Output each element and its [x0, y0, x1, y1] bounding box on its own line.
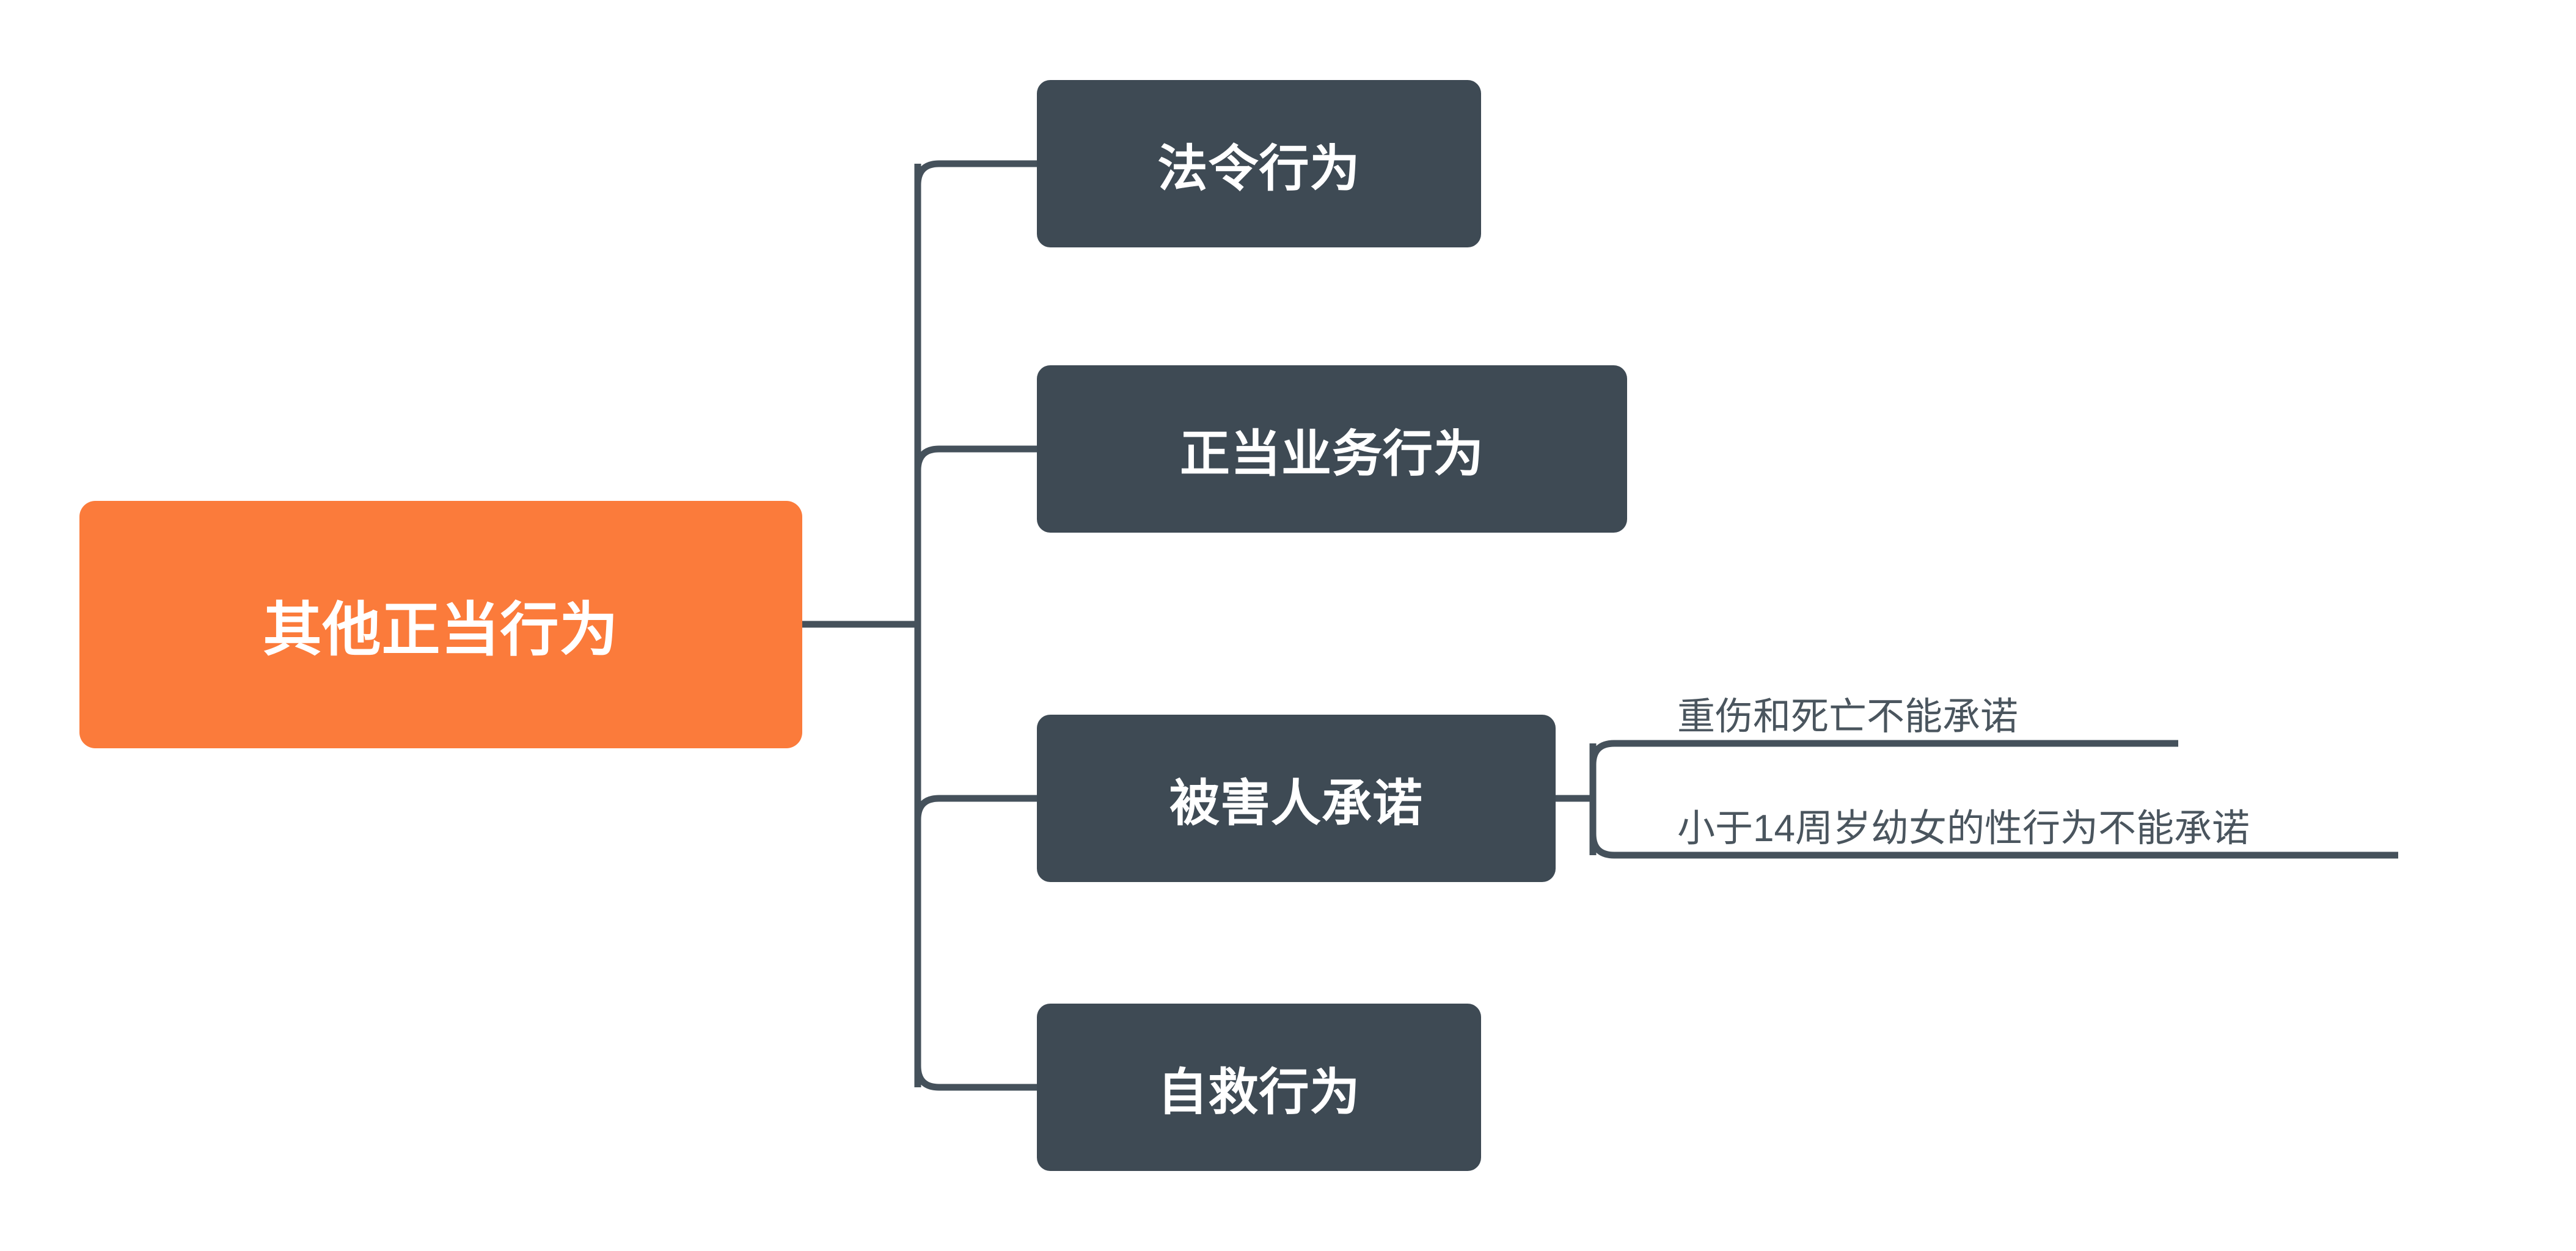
- connector-branch-1: [914, 160, 1037, 186]
- connector-branch-3: [914, 795, 1037, 820]
- root-node-label: 其他正当行为: [263, 597, 619, 663]
- branch-node-label: 自救行为: [1157, 1064, 1361, 1120]
- branch-node-label: 被害人承诺: [1169, 775, 1423, 831]
- branch-node-zijiuxingwei[interactable]: 自救行为: [1037, 1004, 1481, 1171]
- leaf-node-xiaoyu14zhousui[interactable]: 小于14周岁幼女的性行为不能承诺: [1677, 781, 2398, 848]
- branch-node-label: 法令行为: [1157, 140, 1361, 197]
- branch-node-beihairenchengnuo[interactable]: 被害人承诺: [1037, 715, 1556, 882]
- branch-node-falingxingwei[interactable]: 法令行为: [1037, 80, 1481, 247]
- branch-node-label: 正当业务行为: [1179, 426, 1484, 482]
- root-node[interactable]: 其他正当行为: [79, 501, 802, 748]
- leaf-node-label: 小于14周岁幼女的性行为不能承诺: [1677, 808, 2250, 850]
- branch-node-zhengdangyewu[interactable]: 正当业务行为: [1037, 365, 1627, 533]
- connector-branch-4: [914, 1065, 1037, 1091]
- connector-branch-2: [914, 445, 1037, 471]
- connector-sub-branch-1: [1589, 740, 2178, 765]
- leaf-node-zhongshang-siwang[interactable]: 重伤和死亡不能承诺: [1677, 669, 2184, 736]
- leaf-node-label: 重伤和死亡不能承诺: [1677, 696, 2019, 738]
